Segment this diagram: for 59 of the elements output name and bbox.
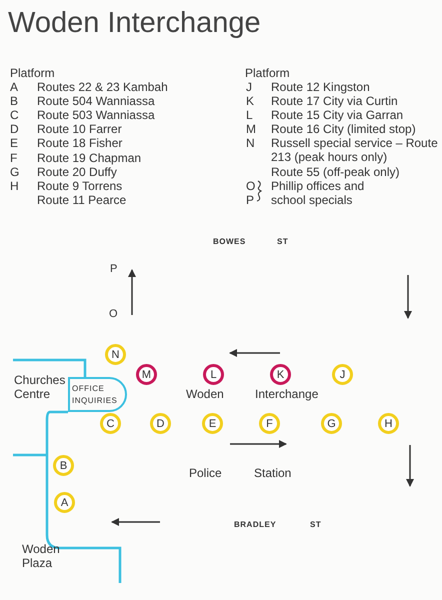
route-text: Route 55 (off-peak only) xyxy=(271,165,400,179)
platform-circle: M xyxy=(136,364,157,385)
route-text: Route 18 Fisher xyxy=(37,136,122,150)
platform-circle: B xyxy=(53,455,74,476)
platform-circle: N xyxy=(105,344,126,365)
route-text: Route 17 City via Curtin xyxy=(271,94,398,108)
platform-letter: B xyxy=(10,94,18,108)
street-name: ST xyxy=(277,236,288,248)
street-name: BOWES xyxy=(213,236,246,248)
route-text: Routes 22 & 23 Kambah xyxy=(37,80,168,94)
place-name: Interchange xyxy=(255,387,318,401)
platform-letter: L xyxy=(246,108,253,122)
place-name: Woden xyxy=(186,387,224,401)
platform-letter: O xyxy=(246,179,256,193)
platform-circle: D xyxy=(150,413,171,434)
route-text: Route 15 City via Garran xyxy=(271,108,404,122)
heading: Platform xyxy=(10,66,55,80)
route-text: Route 10 Farrer xyxy=(37,122,122,136)
platform-circle: C xyxy=(100,413,121,434)
platform-letter: H xyxy=(10,179,19,193)
platform-circle: L xyxy=(203,364,224,385)
platform-letter: K xyxy=(246,94,254,108)
office-building: OFFICE INQUIRIES xyxy=(68,377,127,412)
title: Woden Interchange xyxy=(8,6,261,40)
route-text: Route 19 Chapman xyxy=(37,151,142,165)
platform-letter: J xyxy=(246,80,252,94)
heading: Platform xyxy=(245,66,290,80)
platform-letter: O xyxy=(109,307,118,321)
place-name: Woden Plaza xyxy=(22,542,61,570)
route-text: Route 9 Torrens xyxy=(37,179,122,193)
platform-letter: N xyxy=(246,136,255,150)
route-text: Route 11 Pearce xyxy=(37,193,126,207)
platform-letter: A xyxy=(10,80,18,94)
route-text: Route 12 Kingston xyxy=(271,80,370,94)
platform-letter: G xyxy=(10,165,20,179)
platform-circle: G xyxy=(321,413,342,434)
platform-letter: P xyxy=(110,262,118,276)
street-name: BRADLEY xyxy=(234,519,276,531)
route-text: Phillip offices and school specials xyxy=(271,179,366,207)
platform-letter: C xyxy=(10,108,19,122)
platform-circle: H xyxy=(378,413,399,434)
street-name: ST xyxy=(310,519,322,531)
platform-circle: F xyxy=(259,413,280,434)
route-text: Route 20 Duffy xyxy=(37,165,117,179)
route-text: Route 16 City (limited stop) xyxy=(271,122,416,136)
platform-letter: M xyxy=(246,122,256,136)
place-name: Police xyxy=(189,466,222,480)
route-text: Russell special service – Route 213 (peak hours only) xyxy=(271,136,439,164)
platform-circle: J xyxy=(332,364,353,385)
platform-letter: D xyxy=(10,122,19,136)
platform-circle: K xyxy=(270,364,291,385)
platform-letter: E xyxy=(10,136,18,150)
platform-circle: A xyxy=(54,492,75,513)
route-text: Route 504 Wanniassa xyxy=(37,94,155,108)
route-text: Route 503 Wanniassa xyxy=(37,108,155,122)
place-name: Station xyxy=(254,466,292,480)
platform-letter: P xyxy=(246,193,254,207)
platform-letter: F xyxy=(10,151,18,165)
platform-circle: E xyxy=(202,413,223,434)
